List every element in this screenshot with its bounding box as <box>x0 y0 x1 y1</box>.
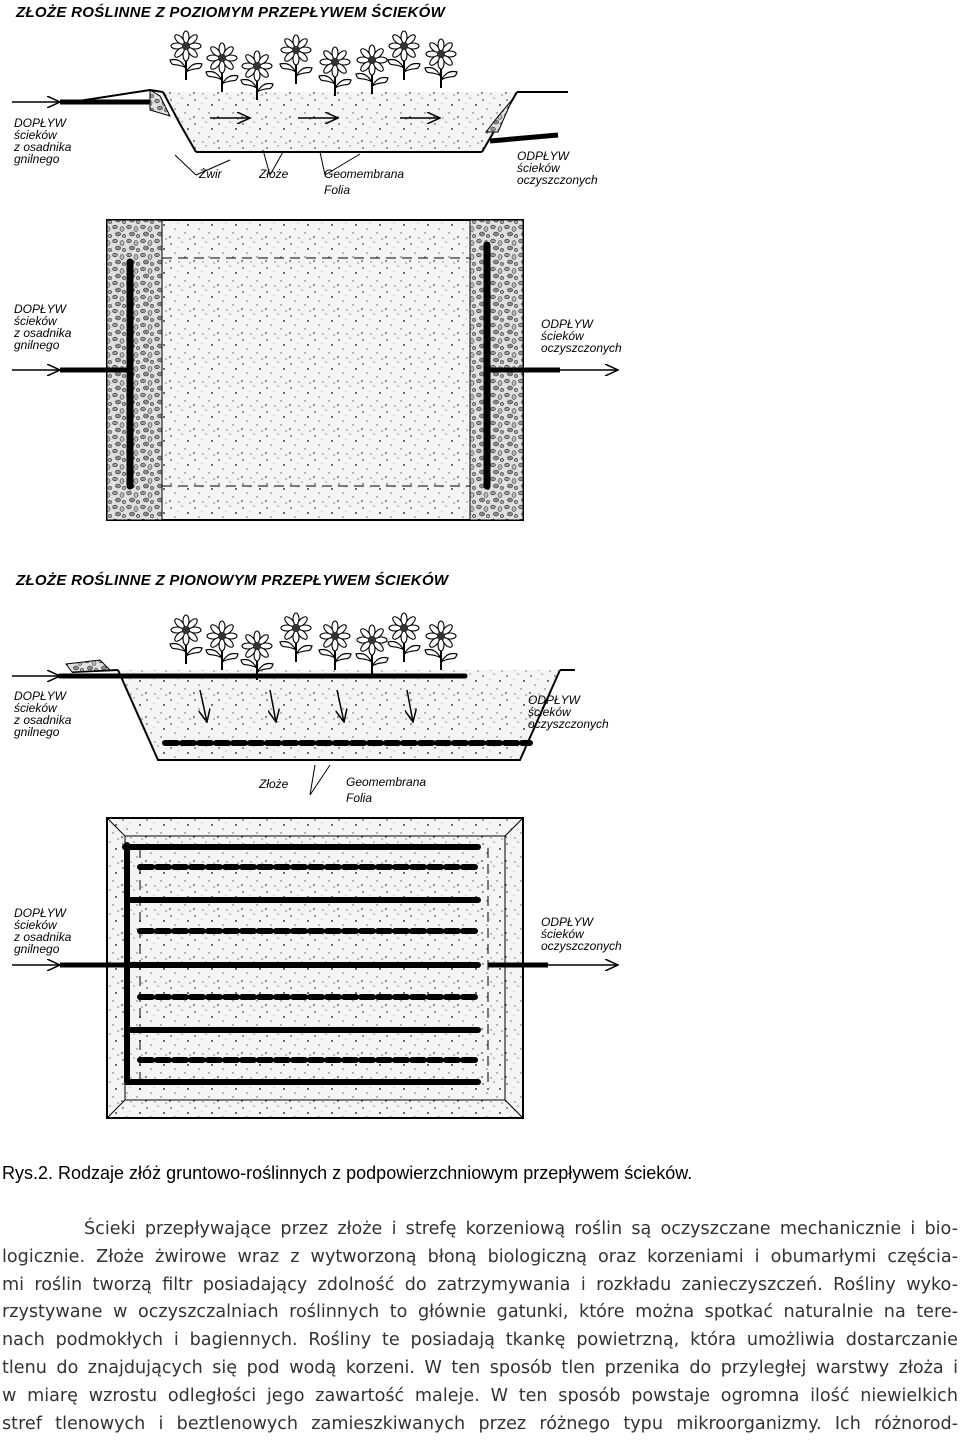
fig2-label-geomembrana: Geomembrana <box>346 775 427 789</box>
label-line: oczyszczonych <box>528 717 609 731</box>
fig1-label-zwir: Żwir <box>199 167 222 181</box>
label-line: ścieków <box>14 701 57 715</box>
fig2-label-folia: Folia <box>346 791 373 805</box>
fig1-inflow-section-label: DOPŁYW ścieków z osadnika gnilnego <box>14 117 71 165</box>
label-line: gnilnego <box>14 338 60 352</box>
label-line: ścieków <box>14 314 57 328</box>
fig1-outflow-section-label: ODPŁYW ścieków oczyszczonych <box>517 150 598 186</box>
fig1-outflow-plan-label: ODPŁYW ścieków oczyszczonych <box>541 318 622 354</box>
paragraph-line: logicznie. Złoże żwirowe wraz z wytworzo… <box>2 1246 958 1267</box>
fig2-label-zloze: Złoże <box>259 777 289 791</box>
label-line: oczyszczonych <box>541 341 622 355</box>
fig1-label-zloze: Złoże <box>259 167 289 181</box>
label-line: z osadnika <box>14 930 72 944</box>
fig1-inflow-plan-label: DOPŁYW ścieków z osadnika gnilnego <box>14 303 71 351</box>
label-line: ścieków <box>14 918 57 932</box>
horizontal-flow-plan <box>12 219 618 521</box>
paragraph-line: rzystywane w oczyszczalniach roślinnych … <box>2 1302 958 1323</box>
plants-row-1 <box>169 30 458 101</box>
label-line: DOPŁYW <box>14 302 67 316</box>
label-line: DOPŁYW <box>14 906 67 920</box>
label-line: z osadnika <box>14 140 72 154</box>
label-line: ścieków <box>517 161 560 175</box>
figure2-title: ZŁOŻE ROŚLINNE Z PIONOWYM PRZEPŁYWEM ŚCI… <box>16 572 449 589</box>
fig2-inflow-section-label: DOPŁYW ścieków z osadnika gnilnego <box>14 690 71 738</box>
paragraph-line: nach podmokłych i bagiennych. Rośliny te… <box>2 1330 958 1351</box>
paragraph-line: w miarę wzrostu odległości jego zawartoś… <box>2 1385 958 1406</box>
horizontal-flow-section <box>12 30 568 176</box>
vertical-flow-section <box>12 612 575 796</box>
paragraph-line: tlenu do znajdujących się pod wodą korze… <box>2 1357 958 1378</box>
label-line: z osadnika <box>14 713 72 727</box>
label-line: ODPŁYW <box>528 693 581 707</box>
vertical-flow-plan <box>12 817 618 1119</box>
plants-row-2 <box>169 612 458 681</box>
label-line: ODPŁYW <box>541 317 594 331</box>
fig1-label-geomembrana: Geomembrana <box>324 167 405 181</box>
label-line: oczyszczonych <box>517 173 598 187</box>
paragraph-line: mi roślin tworzą filtr posiadający zdoln… <box>2 1274 958 1295</box>
label-line: ODPŁYW <box>541 915 594 929</box>
label-line: gnilnego <box>14 942 60 956</box>
label-line: ścieków <box>541 329 584 343</box>
label-line: gnilnego <box>14 152 60 166</box>
figure-caption: Rys.2. Rodzaje złóż gruntowo-roślinnych … <box>2 1163 693 1183</box>
label-line: oczyszczonych <box>541 939 622 953</box>
label-line: ścieków <box>541 927 584 941</box>
label-line: z osadnika <box>14 326 72 340</box>
fig2-outflow-section-label: ODPŁYW ścieków oczyszczonych <box>528 694 609 730</box>
figure1-title: ZŁOŻE ROŚLINNE Z POZIOMYM PRZEPŁYWEM ŚCI… <box>16 4 446 21</box>
fig2-outflow-plan-label: ODPŁYW ścieków oczyszczonych <box>541 916 622 952</box>
label-line: DOPŁYW <box>14 116 67 130</box>
paragraph-line: Ścieki przepływające przez złoże i stref… <box>84 1219 958 1239</box>
paragraph-line: stref tlenowych i beztlenowych zamieszki… <box>2 1413 958 1434</box>
body-paragraph: Ścieki przepływające przez złoże i stref… <box>2 1216 958 1438</box>
label-line: ODPŁYW <box>517 149 570 163</box>
label-line: DOPŁYW <box>14 689 67 703</box>
label-line: gnilnego <box>14 725 60 739</box>
label-line: ścieków <box>14 128 57 142</box>
fig1-label-folia: Folia <box>324 183 351 197</box>
fig2-inflow-plan-label: DOPŁYW ścieków z osadnika gnilnego <box>14 907 71 955</box>
label-line: ścieków <box>528 705 571 719</box>
